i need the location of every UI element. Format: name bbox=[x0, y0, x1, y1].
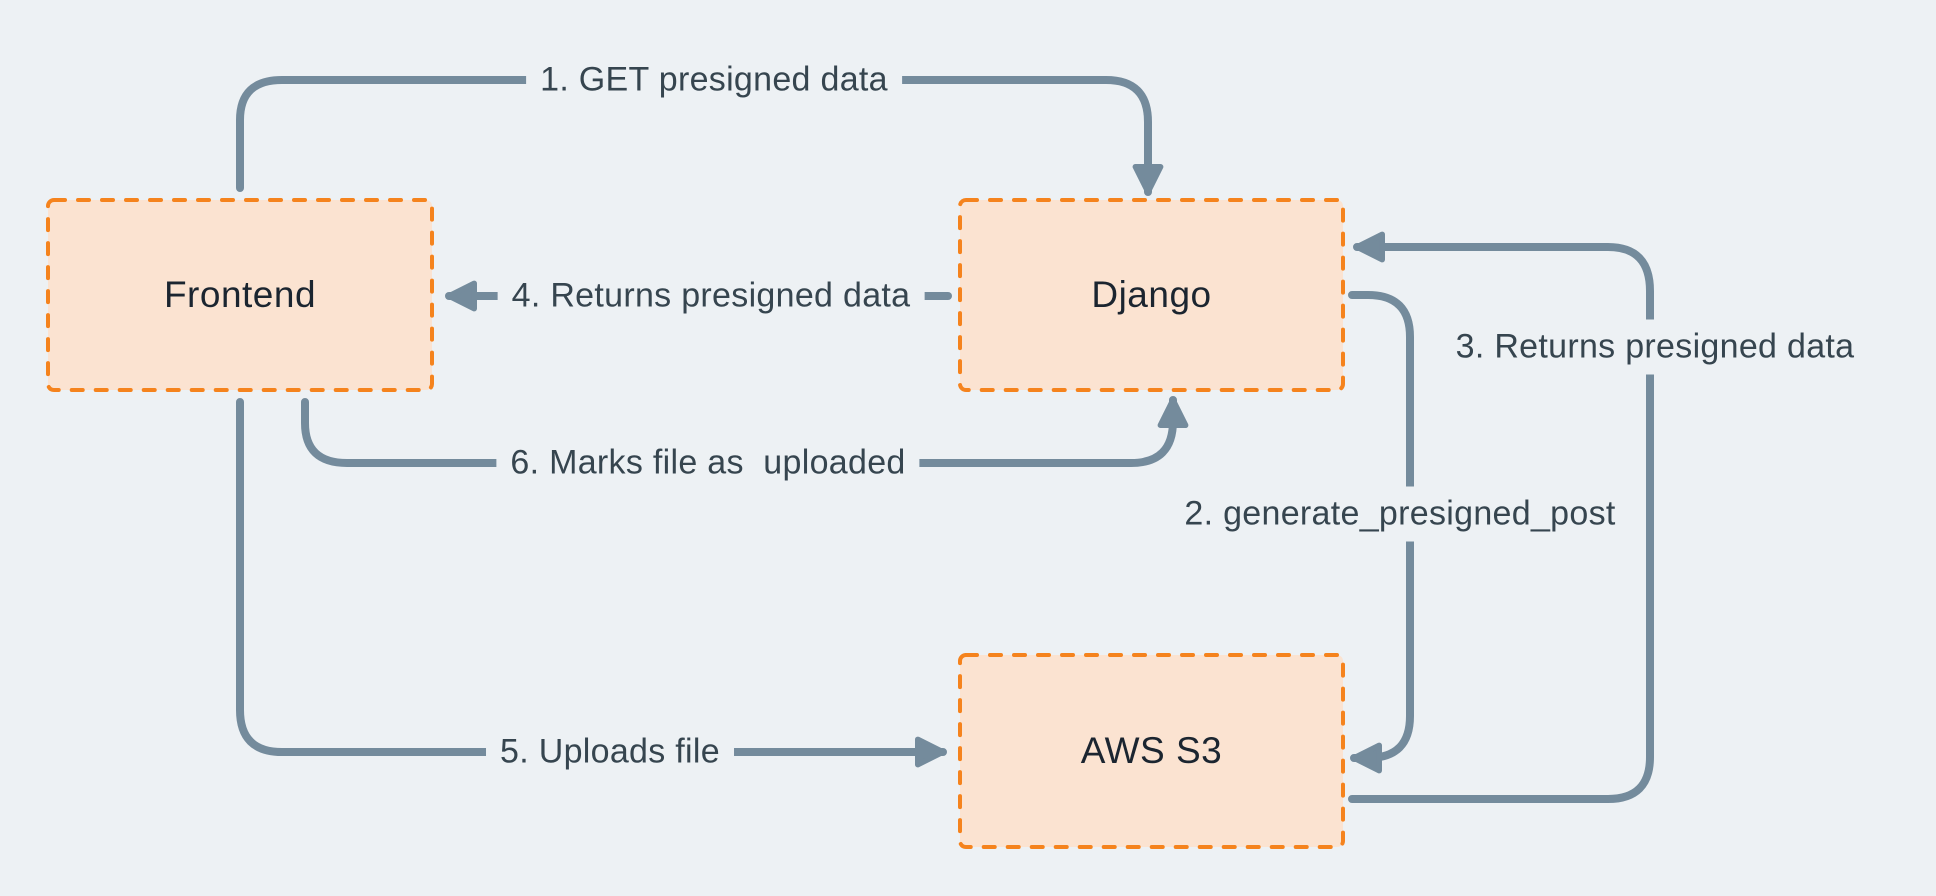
aws-s3-node-box bbox=[958, 653, 1345, 849]
edge-label-returns-presigned-data-s3: 3. Returns presigned data bbox=[1441, 319, 1869, 375]
django-node-box bbox=[958, 198, 1345, 392]
edge-label-uploads-file: 5. Uploads file bbox=[486, 724, 734, 780]
edge-label-returns-presigned-data-frontend: 4. Returns presigned data bbox=[497, 268, 925, 324]
edge-5-uploads-file-arrow bbox=[236, 398, 947, 768]
edge-label-get-presigned-data: 1. GET presigned data bbox=[526, 52, 902, 108]
frontend-node-box bbox=[46, 198, 434, 392]
edge-label-marks-file-uploaded: 6. Marks file as uploaded bbox=[496, 435, 920, 491]
edge-label-generate-presigned-post: 2. generate_presigned_post bbox=[1170, 486, 1630, 542]
edge-3-returns-presigned-data-arrow bbox=[1348, 231, 1654, 803]
